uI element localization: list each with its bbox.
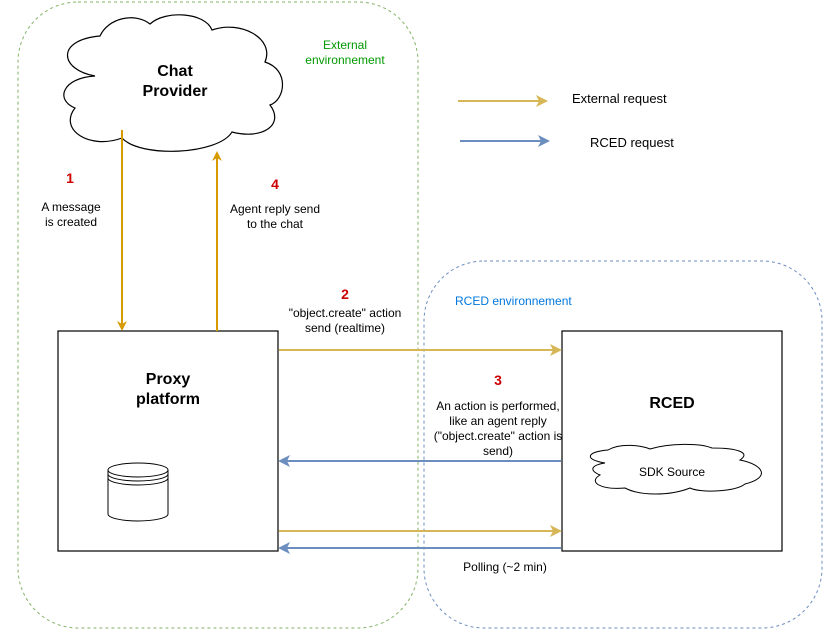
step-4-description: Agent reply send to the chat <box>222 202 328 232</box>
step-3-number: 3 <box>494 372 502 388</box>
step-2-line-2: send (realtime) <box>304 321 386 335</box>
chat-provider-label: Chat Provider <box>142 63 208 100</box>
sdk-source-cloud[interactable] <box>589 443 762 495</box>
step-1-description: A message is created <box>28 200 114 230</box>
step-3-line-2: like an agent reply <box>449 414 547 428</box>
step-2-line-1: "object.create" action <box>288 306 402 320</box>
step-3-line-1: An action is performed, <box>436 399 560 413</box>
database-icon <box>107 462 169 522</box>
sdk-source-label: SDK Source <box>638 465 706 479</box>
step-2-number: 2 <box>341 286 349 302</box>
step-1-line-2: is created <box>44 215 98 229</box>
rced-node[interactable] <box>561 330 783 552</box>
step-4-line-2: to the chat <box>246 217 304 231</box>
step-4-line-1: Agent reply send <box>229 202 321 216</box>
step-3-line-4: send) <box>482 444 514 458</box>
external-environment-boundary <box>17 1 419 629</box>
legend-external-request-label: External request <box>572 91 667 106</box>
step-2-description: "object.create" action send (realtime) <box>283 306 407 336</box>
step-4-number: 4 <box>271 176 279 192</box>
step-3-line-3: ("object.create" action is <box>433 429 563 443</box>
step-1-number: 1 <box>66 170 74 186</box>
rced-environment-label: RCED environnement <box>455 294 572 308</box>
rced-environment-boundary <box>423 260 823 629</box>
step-1-line-1: A message <box>41 200 101 214</box>
step-3-description: An action is performed, like an agent re… <box>426 399 570 459</box>
polling-label: Polling (~2 min) <box>463 560 547 574</box>
rced-label: RCED <box>649 395 695 412</box>
proxy-platform-label: Proxy platform <box>136 371 200 408</box>
chat-provider-cloud[interactable] <box>63 14 283 152</box>
external-environment-label: External environnement <box>305 38 385 67</box>
legend-rced-request-label: RCED request <box>590 135 674 150</box>
proxy-platform-node[interactable] <box>57 330 279 552</box>
